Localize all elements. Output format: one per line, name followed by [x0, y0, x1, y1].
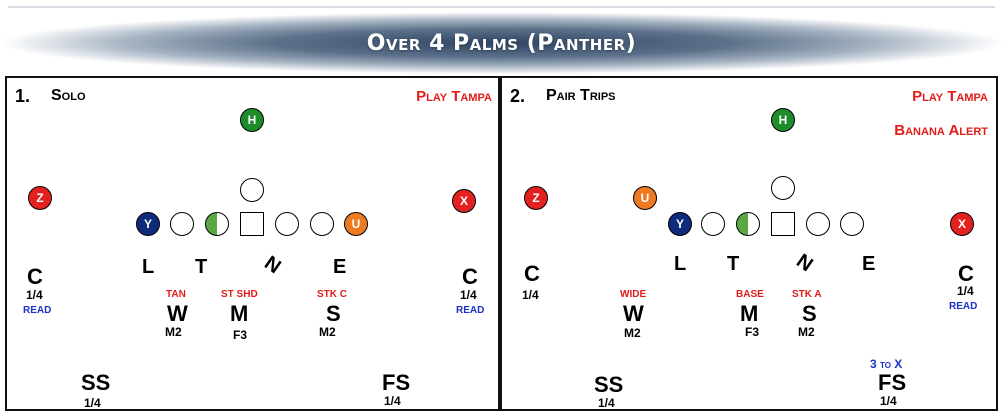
n-defender: N [792, 249, 817, 277]
lineman-circle [170, 212, 194, 236]
m-zone: F3 [233, 328, 248, 342]
lineman-circle [310, 212, 334, 236]
fs-zone: 1/4 [384, 394, 401, 408]
m-linebacker: M [230, 301, 249, 326]
m-zone: F3 [745, 325, 760, 339]
l-defender: L [142, 256, 155, 278]
y-tight-end: Y [668, 212, 692, 236]
w-linebacker: W [623, 301, 644, 326]
u-receiver: U [633, 186, 657, 210]
fs-note: 3 to X [870, 357, 903, 371]
right-corner-note: READ [456, 305, 485, 316]
lineman-circle [701, 212, 725, 236]
split-lineman-circle [736, 212, 760, 236]
free-safety: FS [878, 370, 907, 395]
s-linebacker: S [802, 301, 817, 326]
w-tag: WIDE [620, 289, 647, 300]
z-receiver: Z [28, 186, 52, 210]
w-zone: M2 [165, 325, 182, 339]
panel-solo: 1. Solo Play Tampa H Z X Y U L T N E C 1… [5, 76, 500, 411]
w-zone: M2 [624, 326, 641, 340]
diagram-title: Over 4 Palms (Panther) [366, 30, 637, 56]
ss-zone: 1/4 [598, 396, 615, 410]
m-linebacker: M [740, 301, 759, 326]
h-back: H [240, 108, 264, 132]
title-banner: Over 4 Palms (Panther) [0, 12, 1003, 74]
lineman-circle [806, 212, 830, 236]
left-corner: C [524, 261, 540, 286]
right-corner: C [462, 264, 478, 289]
quarterback-circle [771, 176, 795, 200]
free-safety: FS [382, 370, 411, 395]
right-corner-zone: 1/4 [460, 288, 477, 302]
t-defender: T [727, 253, 740, 275]
z-receiver: Z [524, 186, 548, 210]
e-defender: E [333, 256, 347, 278]
panel-label: Solo [51, 87, 86, 104]
alert-call: Banana Alert [894, 122, 988, 139]
panel-pair-trips: 2. Pair Trips Play Tampa Banana Alert H … [500, 76, 998, 411]
y-tight-end: Y [136, 212, 160, 236]
l-defender: L [674, 253, 687, 275]
right-corner-zone: 1/4 [957, 284, 974, 298]
play-call: Play Tampa [416, 88, 492, 105]
x-receiver: X [452, 189, 476, 213]
quarterback-circle [240, 178, 264, 202]
u-receiver: U [344, 212, 368, 236]
s-tag: STK A [792, 289, 822, 300]
lineman-circle [275, 212, 299, 236]
ss-zone: 1/4 [84, 396, 101, 410]
strong-safety: SS [594, 372, 624, 397]
play-call: Play Tampa [912, 88, 988, 105]
fs-zone: 1/4 [880, 394, 897, 408]
panel-number: 2. [510, 86, 526, 106]
s-tag: STK C [317, 289, 347, 300]
right-corner-note: READ [949, 301, 978, 312]
m-tag: ST SHD [221, 289, 258, 300]
center-square [771, 212, 795, 236]
t-defender: T [195, 256, 208, 278]
s-linebacker: S [326, 301, 341, 326]
s-zone: M2 [798, 325, 815, 339]
left-corner-note: READ [23, 305, 52, 316]
x-receiver: X [950, 212, 974, 236]
m-tag: BASE [736, 289, 764, 300]
w-linebacker: W [167, 301, 188, 326]
s-zone: M2 [319, 325, 336, 339]
strong-safety: SS [81, 370, 111, 395]
right-corner: C [958, 261, 974, 286]
n-defender: N [260, 251, 285, 279]
w-tag: TAN [166, 289, 186, 300]
left-corner-zone: 1/4 [26, 288, 43, 302]
split-lineman-circle [205, 212, 229, 236]
lineman-circle [840, 212, 864, 236]
e-defender: E [862, 253, 876, 275]
top-divider [8, 6, 995, 8]
h-back: H [771, 108, 795, 132]
center-square [240, 212, 264, 236]
panel-label: Pair Trips [546, 87, 616, 104]
left-corner-zone: 1/4 [522, 288, 539, 302]
panel-number: 1. [15, 86, 31, 106]
left-corner: C [27, 264, 43, 289]
